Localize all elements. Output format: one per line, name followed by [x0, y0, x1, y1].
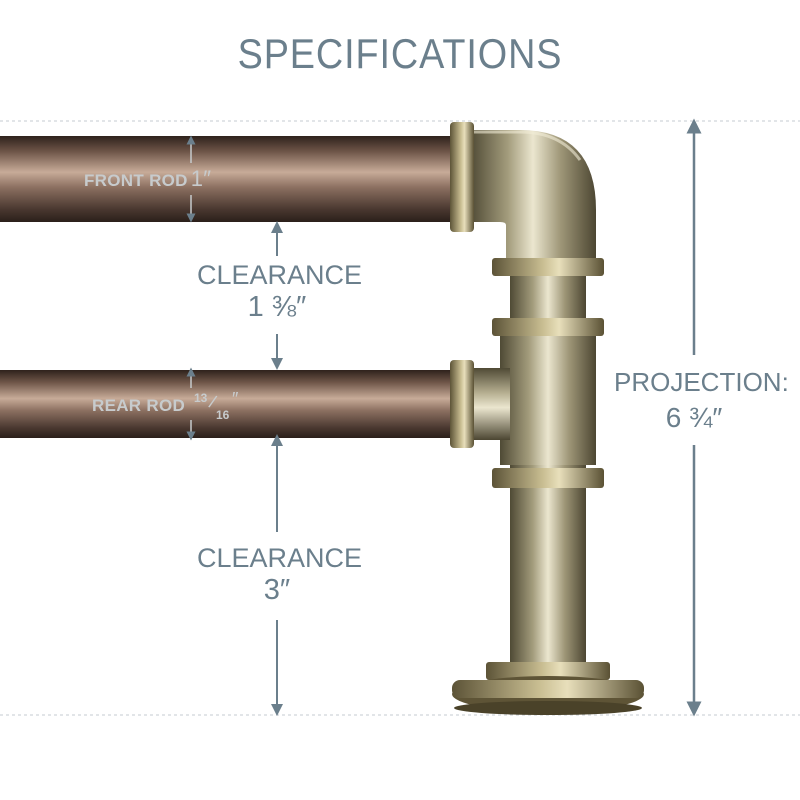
front-rod-label-text: FRONT ROD	[84, 171, 188, 190]
clearance-upper-value: 1 ⅜″	[247, 291, 307, 324]
rear-rod-size-unit: ″	[232, 389, 239, 409]
projection-label: PROJECTION:	[614, 367, 789, 397]
page-title: SPECIFICATIONS	[237, 30, 563, 77]
clearance-lower: CLEARANCE 3″	[197, 543, 363, 607]
front-rod-size: 1″	[190, 166, 212, 191]
projection: PROJECTION: 6 ¾″	[614, 367, 789, 434]
rear-rod-size-numerator: 13	[194, 391, 208, 405]
rear-rod-size-denominator: 16	[216, 408, 230, 422]
clearance-upper: CLEARANCE 1 ⅜″	[197, 260, 363, 324]
projection-value: 6 ¾″	[665, 401, 723, 433]
clearance-lower-value: 3″	[263, 574, 291, 607]
rear-rod-label-text: REAR ROD	[92, 396, 186, 415]
rear-rod	[0, 370, 462, 438]
clearance-lower-label: CLEARANCE	[197, 543, 363, 573]
bracket-post	[450, 122, 644, 715]
front-rod	[0, 136, 462, 222]
clearance-upper-label: CLEARANCE	[197, 260, 363, 290]
